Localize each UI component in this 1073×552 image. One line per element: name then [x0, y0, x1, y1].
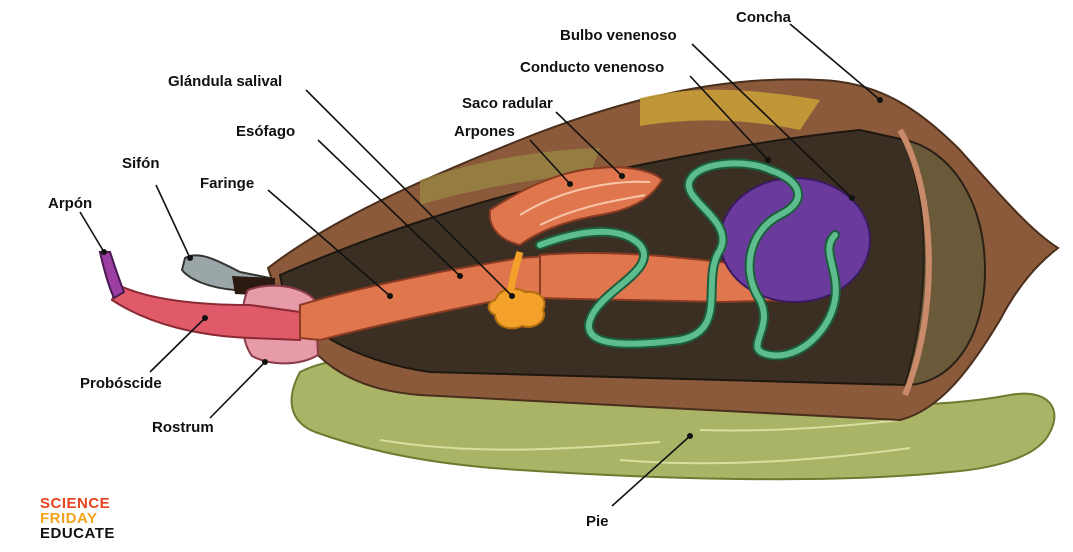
harpoon-tip: [100, 252, 124, 298]
label-faringe: Faringe: [200, 175, 254, 192]
dot-saco-radular: [619, 173, 625, 179]
label-proboscide: Probóscide: [80, 375, 162, 392]
leader-arpon: [80, 212, 104, 252]
dot-proboscide: [202, 315, 208, 321]
label-conducto-venenoso: Conducto venenoso: [520, 59, 664, 76]
dot-sifon: [187, 255, 193, 261]
science-friday-educate-logo: SCIENCE FRIDAY EDUCATE: [40, 497, 115, 542]
dot-glandula-salival: [509, 293, 515, 299]
label-esofago: Esófago: [236, 123, 295, 140]
label-bulbo-venenoso: Bulbo venenoso: [560, 27, 677, 44]
dot-arpones: [567, 181, 573, 187]
label-arpones: Arpones: [454, 123, 515, 140]
label-glandula-salival: Glándula salival: [168, 73, 282, 90]
dot-conducto-venenoso: [765, 157, 771, 163]
label-arpon: Arpón: [48, 195, 92, 212]
label-pie: Pie: [586, 513, 609, 530]
logo-line-educate: EDUCATE: [40, 527, 115, 542]
dot-bulbo-venenoso: [849, 195, 855, 201]
dot-arpon: [101, 249, 107, 255]
dot-esofago: [457, 273, 463, 279]
label-sifon: Sifón: [122, 155, 160, 172]
dot-pie: [687, 433, 693, 439]
label-saco-radular: Saco radular: [462, 95, 553, 112]
label-rostrum: Rostrum: [152, 419, 214, 436]
dot-concha: [877, 97, 883, 103]
leader-sifon: [156, 185, 190, 258]
leader-rostrum: [210, 362, 265, 418]
label-concha: Concha: [736, 9, 792, 26]
dot-faringe: [387, 293, 393, 299]
dot-rostrum: [262, 359, 268, 365]
